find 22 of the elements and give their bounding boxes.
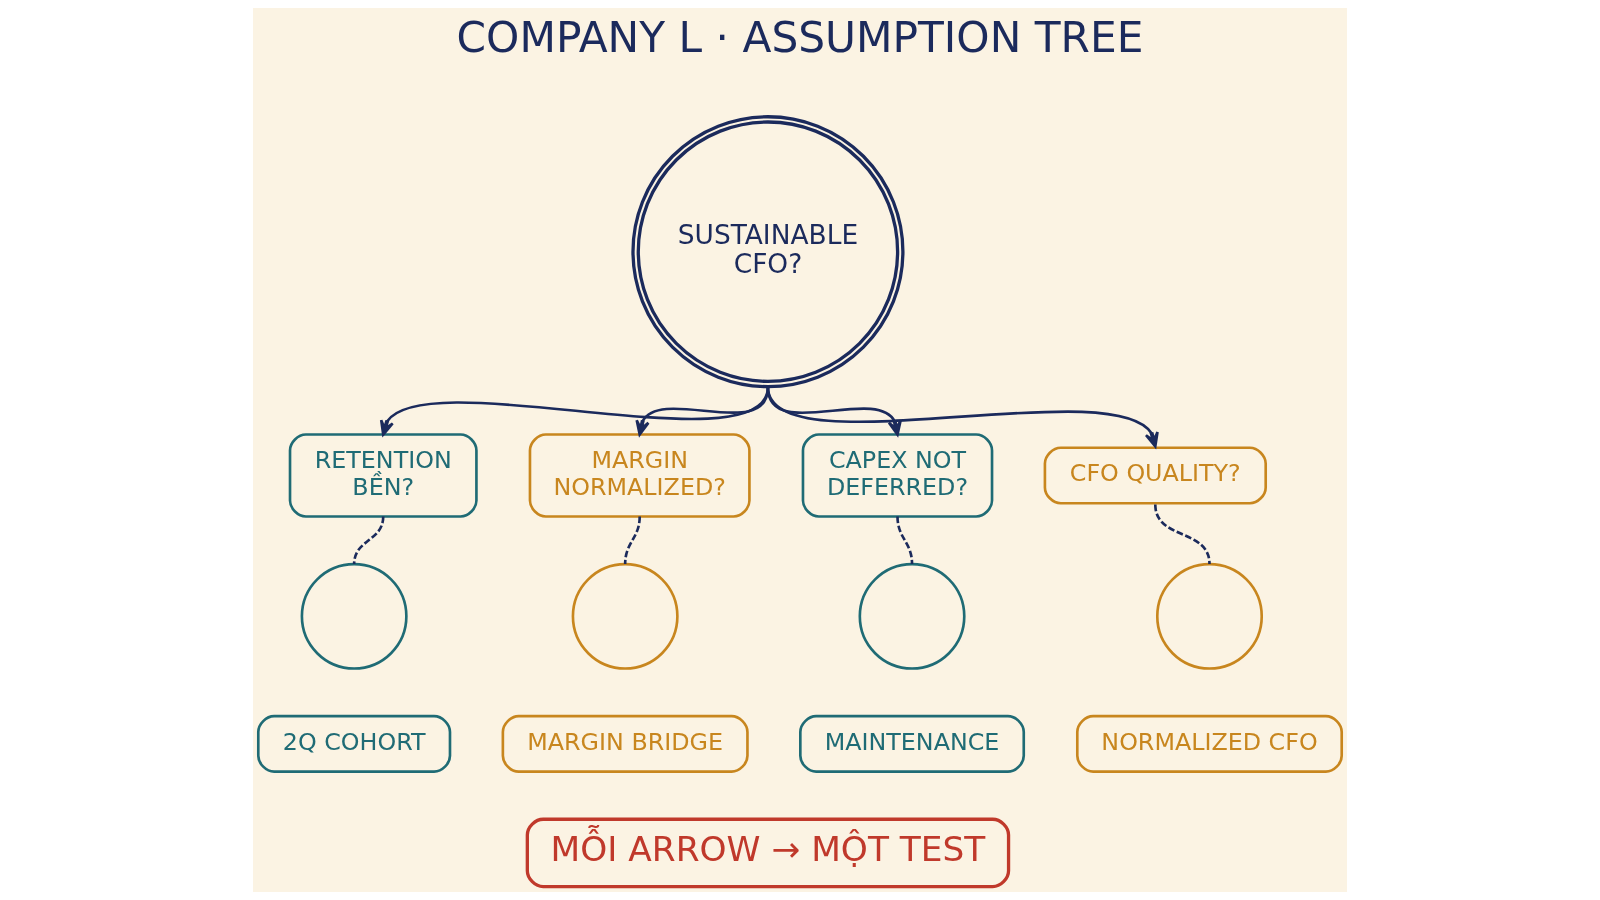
connector [896, 516, 914, 565]
node-box: NORMALIZED CFO [1076, 714, 1344, 773]
node-box: RETENTION BỀN? [288, 433, 478, 518]
node-box: MỖI ARROW → MỘT TEST [525, 817, 1011, 889]
node-box: CFO QUALITY? [1043, 446, 1267, 505]
node-box: MARGIN BRIDGE [501, 714, 749, 773]
connector [1154, 504, 1211, 565]
node-circle: SUSTAINABLE CFO? [631, 115, 905, 389]
arrow [766, 386, 1159, 448]
node-circle [858, 562, 966, 670]
node-circle [1155, 562, 1264, 670]
node-box: MAINTENANCE [799, 714, 1026, 773]
node-box: 2Q COHORT [256, 714, 452, 773]
node-circle [571, 562, 679, 670]
node-circle [300, 562, 408, 670]
node-box: CAPEX NOT DEFERRED? [801, 433, 994, 518]
connector [352, 516, 385, 565]
diagram-title: COMPANY L · ASSUMPTION TREE [456, 13, 1144, 63]
arrow [635, 386, 770, 436]
connector [623, 516, 641, 565]
arrow [379, 386, 770, 436]
node-box: MARGIN NORMALIZED? [528, 433, 751, 518]
